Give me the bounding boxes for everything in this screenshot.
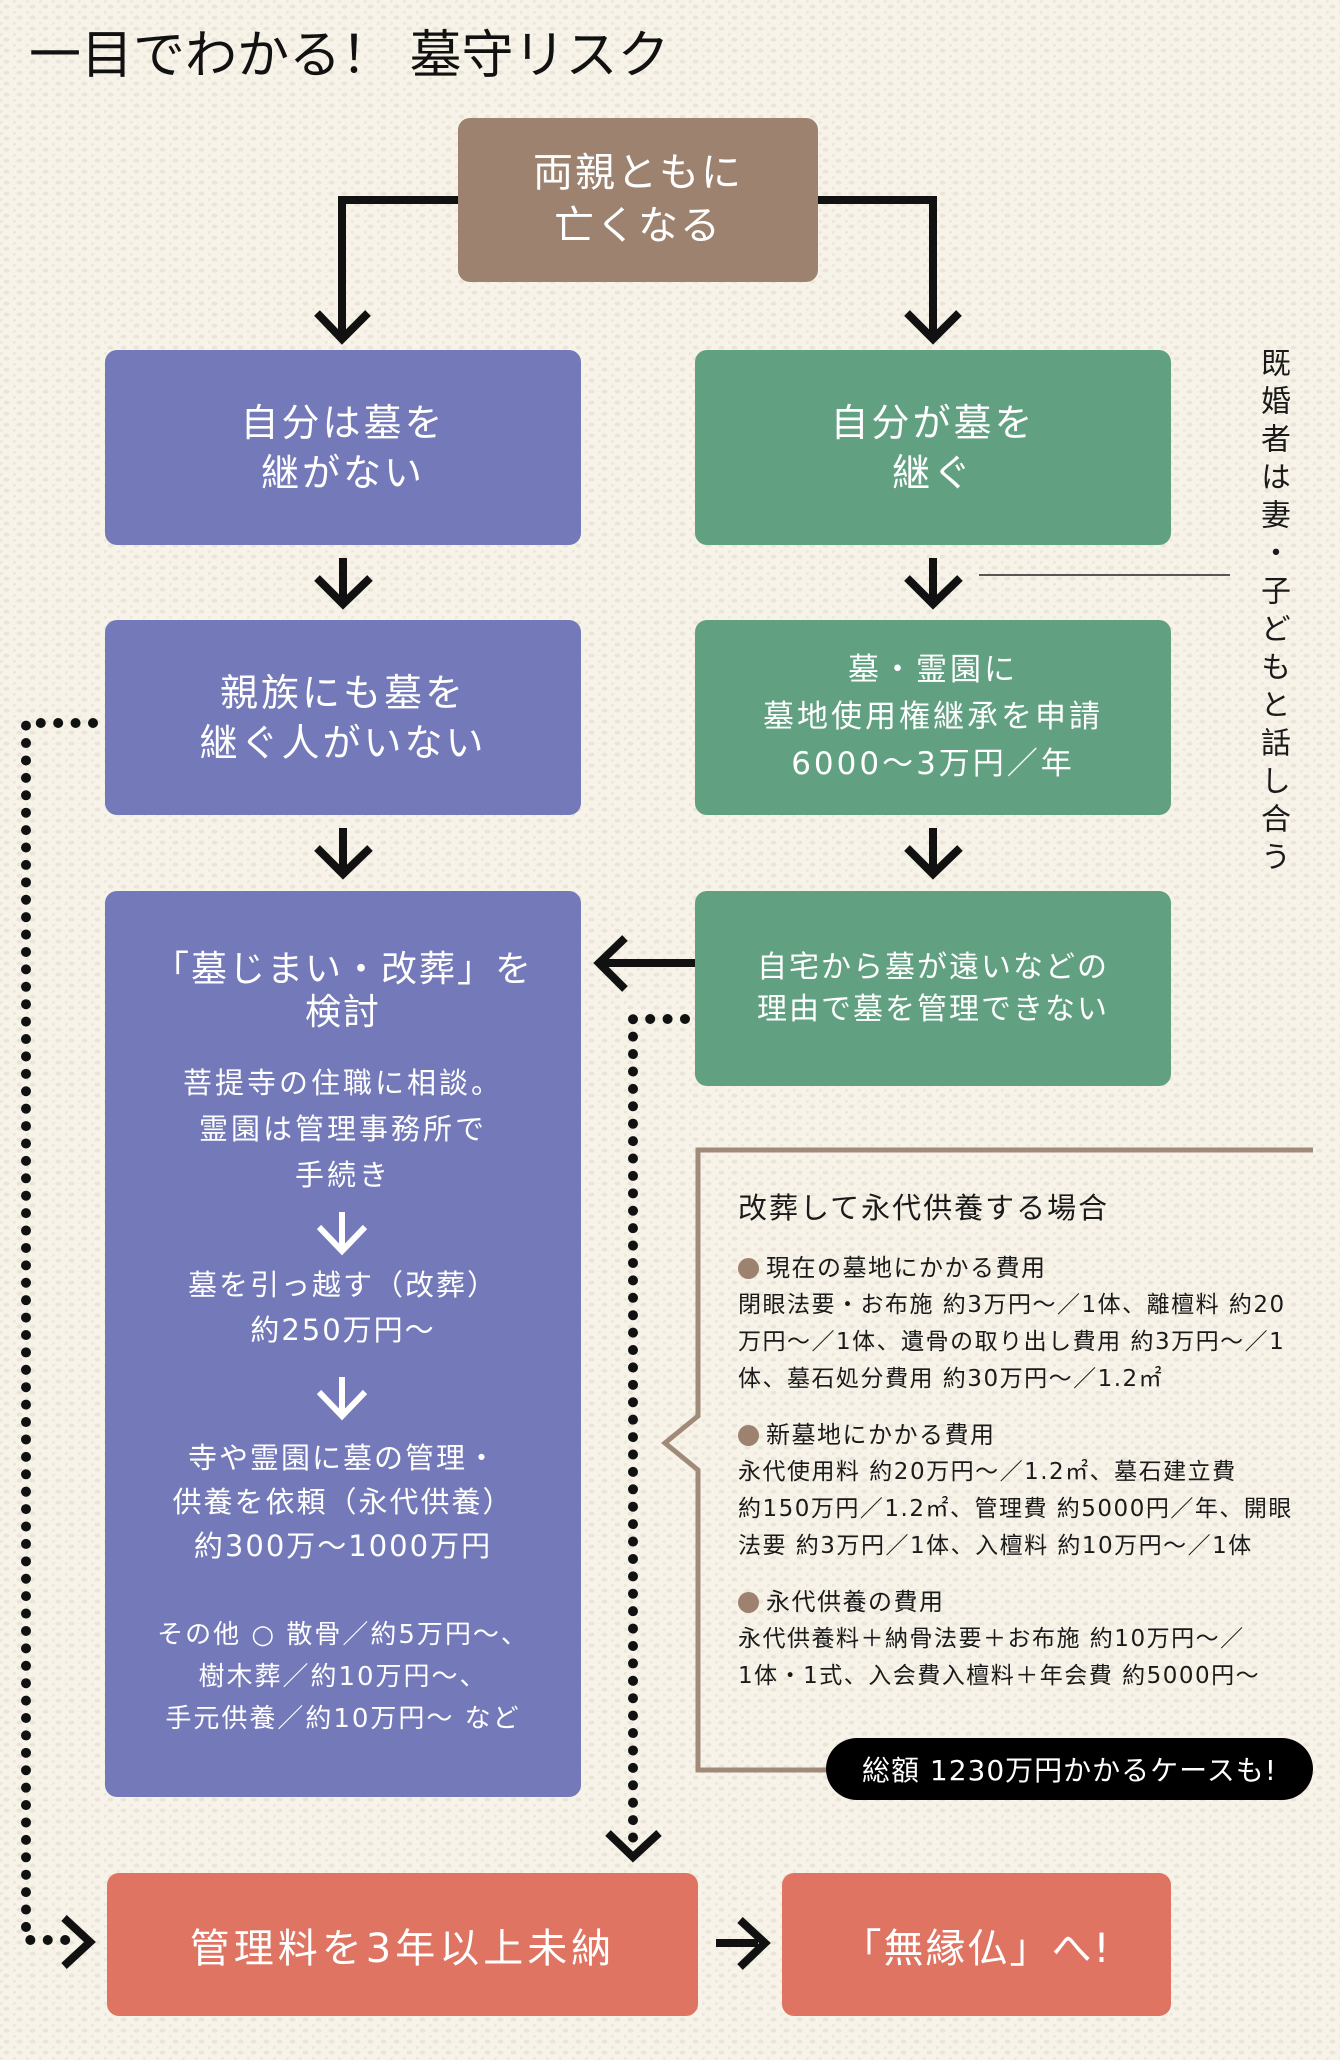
married-note: 既婚者は妻・子どもと話し合う — [1255, 347, 1290, 879]
arrow-down-icon — [314, 828, 373, 880]
relocate-step: 墓を引っ越す（改葬） 約250万円〜 — [105, 1263, 581, 1353]
cost-section-eternal-memorial: 永代供養の費用 永代供養料＋納骨法要＋お布施 約10万円〜／ 1体・1式、入会費… — [738, 1584, 1260, 1695]
section-line: 永代使用料 約20万円〜／1.2㎡、墓石建立費 — [738, 1459, 1237, 1485]
section-heading: 新墓地にかかる費用 — [766, 1421, 996, 1449]
step-line: 墓を引っ越す（改葬） — [187, 1268, 498, 1302]
box-line: 継ぐ人がいない — [199, 720, 487, 765]
other-options: その他 ○ 散骨／約5万円〜、 樹木葬／約10万円〜、 手元供養／約10万円〜 … — [105, 1614, 581, 1740]
inherit-box: 自分が墓を 継ぐ — [695, 350, 1171, 545]
option-line: その他 ○ 散骨／約5万円〜、 — [157, 1620, 529, 1650]
total-cost-badge: 総額 1230万円かかるケースも! — [826, 1738, 1313, 1800]
section-line: 約150万円／1.2㎡、管理費 約5000円／年、開眼 — [738, 1496, 1293, 1522]
start-box: 両親ともに 亡くなる — [458, 118, 818, 282]
succession-application-box: 墓・霊園に 墓地使用権継承を申請 6000〜3万円／年 — [695, 620, 1171, 815]
box-line: 親族にも墓を — [219, 670, 466, 715]
box-cost: 6000〜3万円／年 — [791, 746, 1075, 782]
arrow-down-icon — [314, 558, 373, 610]
box-line: 自宅から墓が遠いなどの — [757, 949, 1109, 985]
bullet-icon — [738, 1592, 759, 1613]
grave-closure-box: 「墓じまい・改葬」を 検討 菩提寺の住職に相談。 霊園は管理事務所で 手続き 墓… — [105, 891, 581, 1797]
section-line: 体、墓石処分費用 約30万円〜／1.2㎡ — [738, 1366, 1164, 1392]
box-line: 墓地使用権継承を申請 — [763, 699, 1103, 735]
heading-line: 検討 — [304, 992, 381, 1033]
cost-section-new-grave: 新墓地にかかる費用 永代使用料 約20万円〜／1.2㎡、墓石建立費 約150万円… — [738, 1417, 1293, 1565]
abandoned-grave-box: 「無縁仏」へ! — [782, 1873, 1171, 2016]
option-line: 手元供養／約10万円〜 など — [165, 1704, 521, 1734]
box-line: 自分は墓を — [240, 400, 446, 445]
arrow-down-icon — [904, 828, 963, 880]
arrow-right-icon — [716, 1917, 771, 1970]
section-heading: 永代供養の費用 — [766, 1588, 945, 1616]
arrow-down-icon — [904, 558, 963, 610]
box-line: 墓・霊園に — [848, 652, 1018, 688]
cost-section-current-grave: 現在の墓地にかかる費用 閉眼法要・お布施 約3万円〜／1体、離檀料 約20 万円… — [738, 1250, 1286, 1398]
option-line: 樹木葬／約10万円〜、 — [198, 1662, 488, 1692]
step-cost: 約250万円〜 — [250, 1313, 436, 1347]
start-line: 両親ともに — [533, 150, 743, 196]
unpaid-fee-box: 管理料を3年以上未納 — [107, 1873, 698, 2016]
box-line: 理由で墓を管理できない — [757, 991, 1109, 1027]
not-inherit-box: 自分は墓を 継がない — [105, 350, 581, 545]
dotted-connector-distance — [628, 1014, 690, 1848]
arrow-down-icon — [605, 1830, 662, 1863]
section-heading: 現在の墓地にかかる費用 — [766, 1254, 1047, 1282]
step-line: 寺や霊園に墓の管理・ — [187, 1441, 498, 1475]
arrow-down-icon — [316, 1377, 368, 1421]
step-line: 手続き — [294, 1158, 391, 1192]
consult-step: 菩提寺の住職に相談。 霊園は管理事務所で 手続き — [105, 1060, 581, 1198]
section-line: 閉眼法要・お布施 約3万円〜／1体、離檀料 約20 — [738, 1292, 1286, 1318]
section-line: 万円〜／1体、遺骨の取り出し費用 約3万円〜／1 — [738, 1329, 1286, 1355]
box-line: 「無縁仏」へ! — [841, 1925, 1112, 1972]
box-line: 自分が墓を — [830, 400, 1036, 445]
step-line: 菩提寺の住職に相談。 — [182, 1066, 503, 1100]
no-relative-heir-box: 親族にも墓を 継ぐ人がいない — [105, 620, 581, 815]
arrow-right-icon — [61, 1915, 96, 1969]
arrow-down-icon — [316, 1212, 368, 1256]
grave-closure-heading: 「墓じまい・改葬」を 検討 — [105, 948, 581, 1034]
section-line: 永代供養料＋納骨法要＋お布施 約10万円〜／ — [738, 1626, 1245, 1652]
section-line: 法要 約3万円／1体、入檀料 約10万円〜／1体 — [738, 1533, 1253, 1559]
box-line: 管理料を3年以上未納 — [189, 1925, 616, 1972]
arrow-left-icon — [593, 935, 695, 992]
box-line: 継がない — [260, 450, 425, 495]
start-line: 亡くなる — [554, 203, 722, 249]
bullet-icon — [738, 1258, 759, 1279]
dotted-connector-relatives — [21, 718, 98, 1945]
step-line: 霊園は管理事務所で — [198, 1112, 487, 1146]
branch-left-arrow-icon — [314, 196, 458, 345]
box-line: 継ぐ — [891, 450, 974, 495]
heading-line: 「墓じまい・改葬」を — [152, 949, 533, 990]
branch-right-arrow-icon — [818, 196, 962, 345]
bullet-icon — [738, 1425, 759, 1446]
section-line: 1体・1式、入会費入檀料＋年会費 約5000円〜 — [738, 1663, 1261, 1689]
step-cost: 約300万〜1000万円 — [193, 1529, 493, 1563]
cannot-manage-box: 自宅から墓が遠いなどの 理由で墓を管理できない — [695, 891, 1171, 1086]
cost-panel-title: 改葬して永代供養する場合 — [738, 1191, 1110, 1225]
page-title: 一目でわかる！ 墓守リスク — [29, 26, 670, 86]
step-line: 供養を依頼（永代供養） — [172, 1485, 514, 1519]
eternal-memorial-step: 寺や霊園に墓の管理・ 供養を依頼（永代供養） 約300万〜1000万円 — [105, 1436, 581, 1568]
